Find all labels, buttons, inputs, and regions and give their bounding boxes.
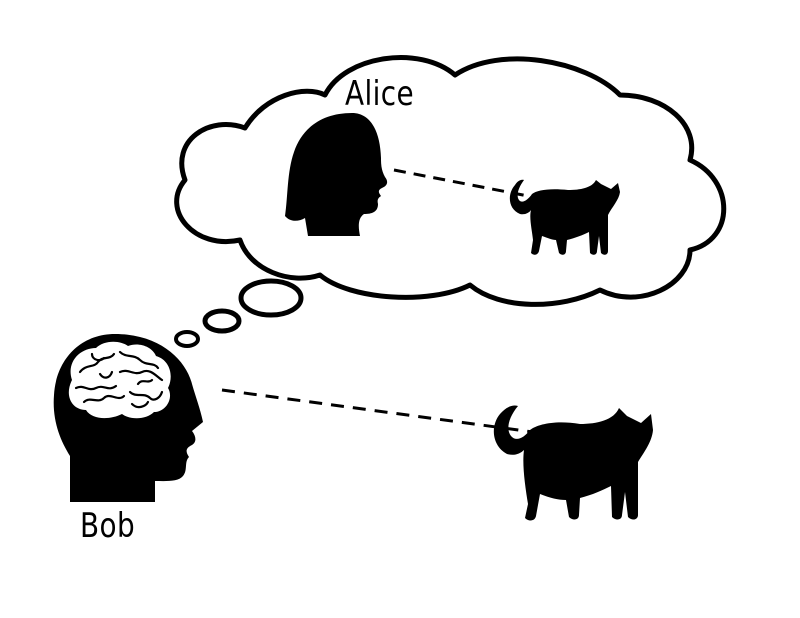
thought-bubble-medium [202,308,242,334]
brain-icon [68,341,171,419]
cat-icon [493,405,653,521]
thought-bubble-small [174,330,200,348]
thought-bubble-large [238,278,304,318]
bob-label: Bob [80,506,136,546]
alice-label: Alice [345,74,415,114]
alice-cat-connector [393,168,529,198]
thought-cloud [174,55,727,307]
bob-cat-connector [221,388,549,436]
woman-head-icon [285,113,388,236]
cat-icon [509,179,620,255]
